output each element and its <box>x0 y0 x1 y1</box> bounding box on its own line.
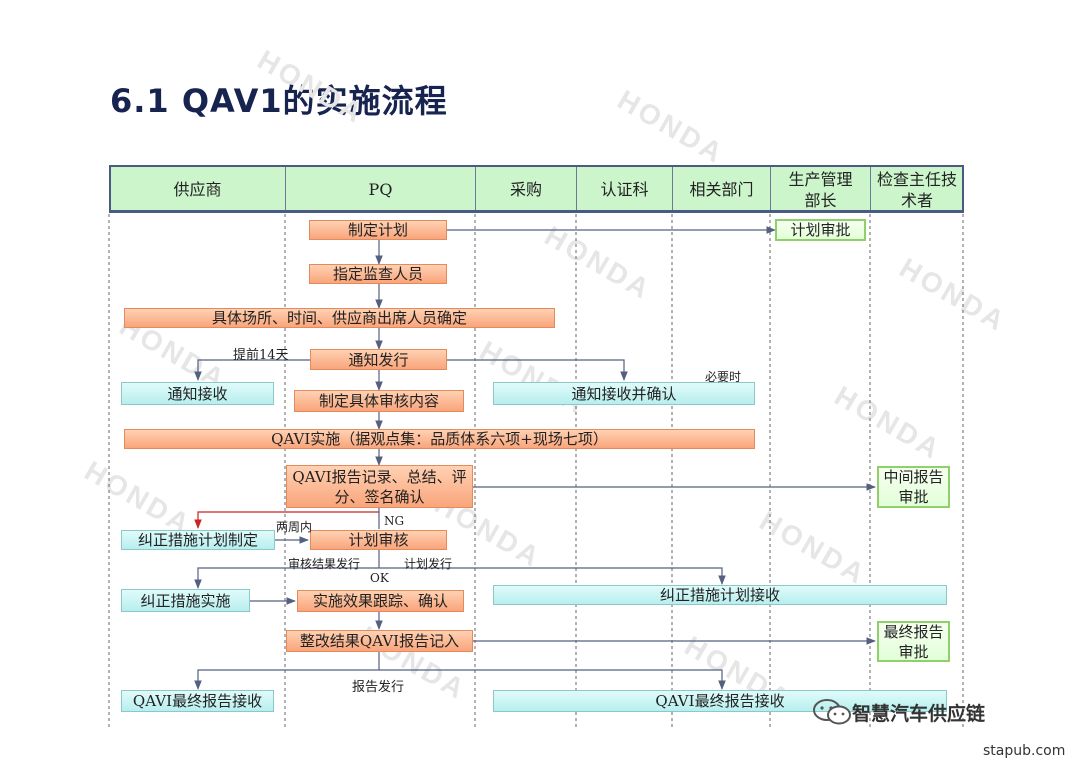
if-needed-label: 必要时 <box>705 370 742 384</box>
col-header-related-dept: 相关部门 <box>672 167 770 212</box>
receive-notice-box: 通知接收 <box>121 382 274 405</box>
brand-mark: 智慧汽车供应链 <box>812 698 985 726</box>
col-header-certification: 认证科 <box>576 167 672 212</box>
plan-review-box: 计划审核 <box>310 530 447 550</box>
mid-report-approve-text: 中间报告审批 <box>883 468 944 506</box>
confirm-details-box: 具体场所、时间、供应商出席人员确定 <box>124 308 555 328</box>
final-report-approve-box: 最终报告审批 <box>877 621 950 662</box>
report-issue-label: 报告发行 <box>352 680 405 695</box>
corrective-plan-receive-box: 纠正措施计划接收 <box>493 585 947 605</box>
wechat-icon <box>813 699 851 725</box>
make-audit-content-box: 制定具体审核内容 <box>294 390 464 412</box>
final-report-approve-text: 最终报告审批 <box>883 622 944 661</box>
within-two-weeks-label: 两周内 <box>276 520 313 534</box>
report-record-text: QAVⅠ报告记录、总结、评分、签名确认 <box>292 467 467 506</box>
issue-notice-box: 通知发行 <box>310 349 447 370</box>
advance-14-label: 提前14天 <box>233 348 289 363</box>
final-report-receive-supplier-box: QAVⅠ最终报告接收 <box>121 690 274 712</box>
final-report-receive-others-box: QAVⅠ最终报告接收 <box>493 690 947 712</box>
report-record-box: QAVⅠ报告记录、总结、评分、签名确认 <box>286 465 473 508</box>
col-header-pq: PQ <box>285 167 475 212</box>
ok-label: OK <box>370 571 389 585</box>
brand-name: 智慧汽车供应链 <box>852 702 986 725</box>
ng-label: NG <box>384 514 405 528</box>
col-header-production-manager: 生产管理部长 <box>770 167 870 212</box>
make-plan-box: 制定计划 <box>309 220 447 240</box>
col-header-supplier: 供应商 <box>110 167 285 212</box>
mid-report-approve-box: 中间报告审批 <box>877 466 950 508</box>
plan-approve-box: 计划审批 <box>775 219 866 241</box>
site-url[interactable]: stapub.com <box>983 743 1066 759</box>
qav-implement-box: QAVⅠ实施（据观点集：品质体系六项+现场七项） <box>124 429 755 449</box>
plan-issue-label: 计划发行 <box>404 557 453 571</box>
corrective-implement-box: 纠正措施实施 <box>121 589 250 612</box>
receive-confirm-box: 通知接收并确认 <box>493 382 755 405</box>
assign-supervisor-box: 指定监查人员 <box>309 264 447 284</box>
page-title: 6.1 QAV1的实施流程 <box>110 82 448 120</box>
col-header-purchase: 采购 <box>475 167 576 212</box>
review-result-issue-label: 审核结果发行 <box>288 557 361 571</box>
effect-track-box: 实施效果跟踪、确认 <box>297 590 464 612</box>
col-header-chief-inspector: 检查主任技术者 <box>870 167 963 212</box>
rectify-report-box: 整改结果QAVⅠ报告记入 <box>286 630 473 652</box>
corrective-plan-box: 纠正措施计划制定 <box>121 530 275 550</box>
